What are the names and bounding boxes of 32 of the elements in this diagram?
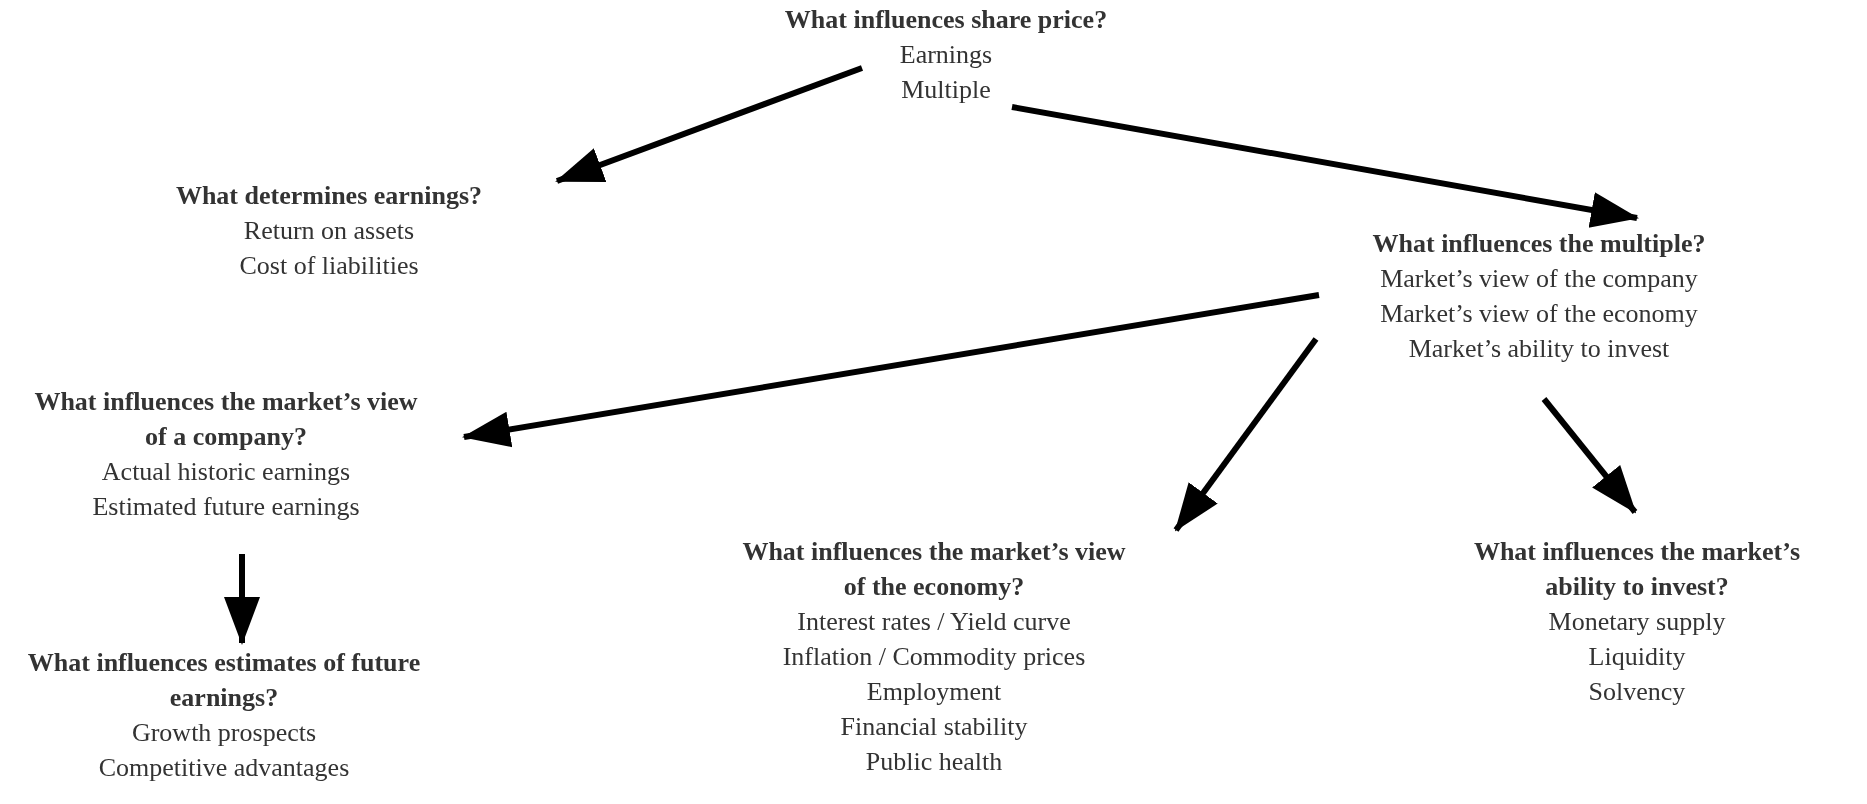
factor-text: Earnings (899, 39, 993, 71)
question-heading: What influences the market’s view of a company? (33, 386, 419, 453)
factor-text: Inflation / Commodity prices (782, 641, 1086, 673)
question-heading: What influences the market’s view of the economy? (741, 536, 1127, 603)
arrow (224, 554, 260, 645)
factor-text: Competitive advantages (98, 752, 350, 784)
arrow (555, 65, 864, 184)
factor-text: Market’s ability to invest (1408, 333, 1670, 365)
factor-text: Liquidity (1588, 641, 1686, 673)
question-heading: What influences the multiple? (1372, 228, 1706, 260)
factor-text: Return on assets (243, 215, 415, 247)
question-heading: What determines earnings? (175, 180, 483, 212)
factor-text: Employment (866, 676, 1002, 708)
factor-text: Multiple (901, 74, 991, 106)
factor-text: Market’s view of the economy (1380, 298, 1698, 330)
arrow (1541, 397, 1638, 514)
factor-text: Cost of liabilities (239, 250, 419, 282)
question-heading: What influences estimates of future earnings? (26, 647, 422, 714)
factor-text: Growth prospects (131, 717, 317, 749)
factor-text: Public health (865, 746, 1003, 778)
factor-text: Interest rates / Yield curve (797, 606, 1071, 638)
arrow (1173, 337, 1319, 532)
factor-text: Financial stability (840, 711, 1028, 743)
arrow (462, 292, 1320, 448)
factor-text: Actual historic earnings (101, 456, 351, 488)
factor-text: Estimated future earnings (92, 491, 360, 523)
factor-text: Monetary supply (1548, 606, 1726, 638)
arrow (1011, 104, 1639, 228)
question-heading: What influences share price? (784, 4, 1108, 36)
factor-text: Solvency (1588, 676, 1686, 708)
factor-text: Market’s view of the company (1380, 263, 1698, 295)
question-heading: What influences the market’s ability to invest? (1472, 536, 1802, 603)
